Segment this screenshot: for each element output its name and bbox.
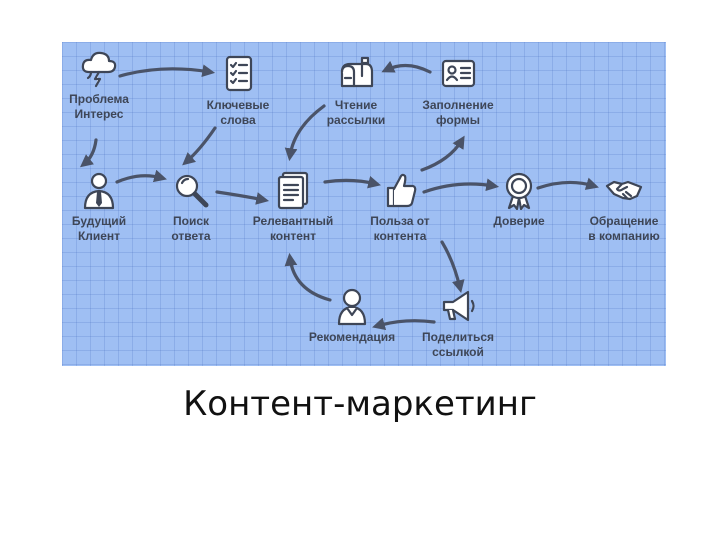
node-problem: Проблема Интерес [44,48,154,122]
label-benefit: Польза от контента [370,214,430,243]
checklist-icon [225,55,253,92]
node-contact: Обращение в компанию [569,170,679,244]
award-badge-icon [505,172,533,210]
content-marketing-diagram: Проблема Интерес Ключевые слова Чтение р… [62,42,666,366]
document-icon [277,171,309,210]
arrow-benefit-to-share [440,240,465,293]
arrow-client-to-search [115,169,167,184]
flow-arrows [80,60,599,331]
arrow-benefit-to-form [420,135,465,172]
node-benefit: Польза от контента [345,170,455,244]
label-problem: Проблема Интерес [69,92,129,121]
storm-cloud-icon [81,51,117,88]
arrow-form-to-newsletter [381,60,432,74]
node-form: Заполнение формы [403,54,513,128]
node-keywords: Ключевые слова [183,54,293,128]
arrow-keywords-to-relevant [182,126,217,166]
arrow-relevant-to-benefit [323,175,381,189]
mailbox-icon [340,56,374,88]
node-recommendation: Рекомендация [297,286,407,345]
arrow-recommendation-to-relevant [284,252,332,302]
arrow-trust-to-contact [536,177,599,190]
label-contact: Обращение в компанию [588,214,660,243]
arrow-problem-to-client [80,138,98,168]
person-tie-icon [83,172,115,210]
label-newsletter: Чтение рассылки [326,98,386,127]
arrow-benefit-to-trust [422,178,500,194]
node-future-client: Будущий Клиент [44,170,154,244]
form-card-icon [441,59,476,88]
label-trust: Доверие [493,214,545,228]
node-share: Поделиться ссылкой [403,286,513,360]
label-relevant: Релевантный контент [252,214,334,243]
person-icon [337,288,367,326]
arrow-problem-to-keywords [118,64,216,78]
node-trust: Доверие [464,170,574,229]
label-share: Поделиться ссылкой [421,330,495,359]
node-newsletter: Чтение рассылки [301,54,411,128]
thumbs-up-icon [386,173,417,208]
label-search: Поиск ответа [171,214,211,243]
label-future-client: Будущий Клиент [71,214,127,243]
label-keywords: Ключевые слова [206,98,270,127]
label-recommendation: Рекомендация [308,330,396,344]
arrow-search-to-relevant [215,190,270,205]
slide-caption: Контент-маркетинг [183,384,537,424]
magnifier-icon [175,174,209,208]
megaphone-icon [442,290,475,322]
arrow-share-to-recommendation [372,317,436,331]
label-form: Заполнение формы [422,98,494,127]
arrow-newsletter-to-relevant [284,104,326,162]
node-relevant: Релевантный контент [238,170,348,244]
handshake-icon [605,180,643,201]
node-search: Поиск ответа [136,170,246,244]
